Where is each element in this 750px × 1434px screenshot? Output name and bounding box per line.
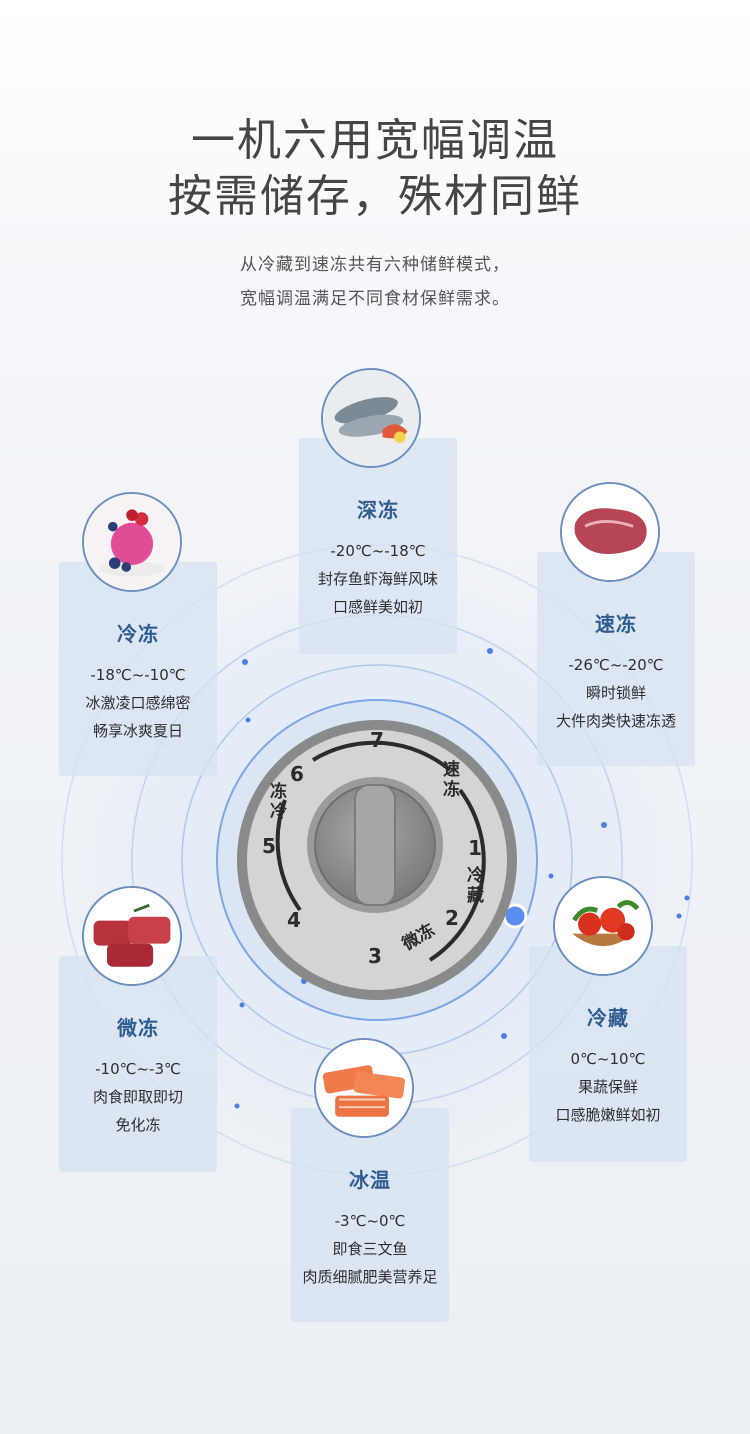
dial-number-2: 2 xyxy=(445,906,459,930)
mode-desc-1: 瞬时锁鲜 xyxy=(585,684,646,702)
mode-range: -26℃~-20℃ xyxy=(568,656,664,674)
mode-title: 微冻 xyxy=(117,1016,159,1040)
dial-number-5: 5 xyxy=(262,834,276,858)
ice-cream-icon xyxy=(82,492,182,592)
dial-label-sudong: 速冻 xyxy=(443,760,460,800)
mode-card-sudong: 速冻 -26℃~-20℃ 瞬时锁鲜 大件肉类快速冻透 xyxy=(537,552,695,766)
headline-line-2: 按需储存，殊材同鲜 xyxy=(168,171,582,222)
fish-icon xyxy=(321,368,421,468)
mode-card-bingwen: 冰温 -3℃~0℃ 即食三文鱼 肉质细腻肥美营养足 xyxy=(291,1108,449,1322)
mode-desc-1: 即食三文鱼 xyxy=(332,1240,408,1258)
mode-range: -3℃~0℃ xyxy=(334,1212,406,1230)
mode-card-weidong: 微冻 -10℃~-3℃ 肉食即取即切 免化冻 xyxy=(59,956,217,1172)
mode-title: 冰温 xyxy=(349,1168,391,1192)
mode-title: 深冻 xyxy=(357,498,399,522)
mode-title: 速冻 xyxy=(595,612,637,636)
vegetables-icon xyxy=(553,876,653,976)
dial-number-7: 7 xyxy=(370,728,384,752)
mode-desc-2: 畅享冰爽夏日 xyxy=(92,722,183,740)
dial-label-dongleng: 冻冷 xyxy=(270,782,287,822)
subtitle-line-1: 从冷藏到速冻共有六种储鲜模式， xyxy=(240,255,510,275)
dial-label-lengcang: 冷藏 xyxy=(467,866,484,906)
mode-card-lengcang: 冷藏 0℃~10℃ 果蔬保鲜 口感脆嫩鲜如初 xyxy=(529,946,687,1162)
mode-desc-1: 冰激凌口感绵密 xyxy=(85,694,191,712)
mode-desc-1: 封存鱼虾海鲜风味 xyxy=(317,570,438,588)
meat-steak-icon xyxy=(560,482,660,582)
mode-range: 0℃~10℃ xyxy=(570,1050,646,1068)
beef-icon xyxy=(82,886,182,986)
mode-range: -10℃~-3℃ xyxy=(95,1060,181,1078)
mode-range: -18℃~-10℃ xyxy=(90,666,186,684)
dial-number-1: 1 xyxy=(468,836,482,860)
mode-card-lengdong: 冷冻 -18℃~-10℃ 冰激凌口感绵密 畅享冰爽夏日 xyxy=(59,562,217,776)
salmon-icon xyxy=(314,1038,414,1138)
headline-line-1: 一机六用宽幅调温 xyxy=(191,115,559,166)
mode-desc-1: 肉食即取即切 xyxy=(92,1088,183,1106)
dial-number-6: 6 xyxy=(290,762,304,786)
mode-desc-2: 大件肉类快速冻透 xyxy=(555,712,676,730)
mode-desc-2: 肉质细腻肥美营养足 xyxy=(302,1268,438,1286)
mode-range: -20℃~-18℃ xyxy=(330,542,426,560)
mode-desc-2: 口感鲜美如初 xyxy=(332,598,423,616)
dial-number-3: 3 xyxy=(368,944,382,968)
mode-desc-2: 口感脆嫩鲜如初 xyxy=(555,1106,661,1124)
dial-number-4: 4 xyxy=(287,908,301,932)
mode-card-shendong: 深冻 -20℃~-18℃ 封存鱼虾海鲜风味 口感鲜美如初 xyxy=(299,438,457,654)
mode-desc-2: 免化冻 xyxy=(115,1116,161,1134)
subtitle-line-2: 宽幅调温满足不同食材保鲜需求。 xyxy=(240,289,510,309)
mode-title: 冷冻 xyxy=(117,622,159,646)
mode-title: 冷藏 xyxy=(587,1006,629,1030)
mode-desc-1: 果蔬保鲜 xyxy=(577,1078,638,1096)
